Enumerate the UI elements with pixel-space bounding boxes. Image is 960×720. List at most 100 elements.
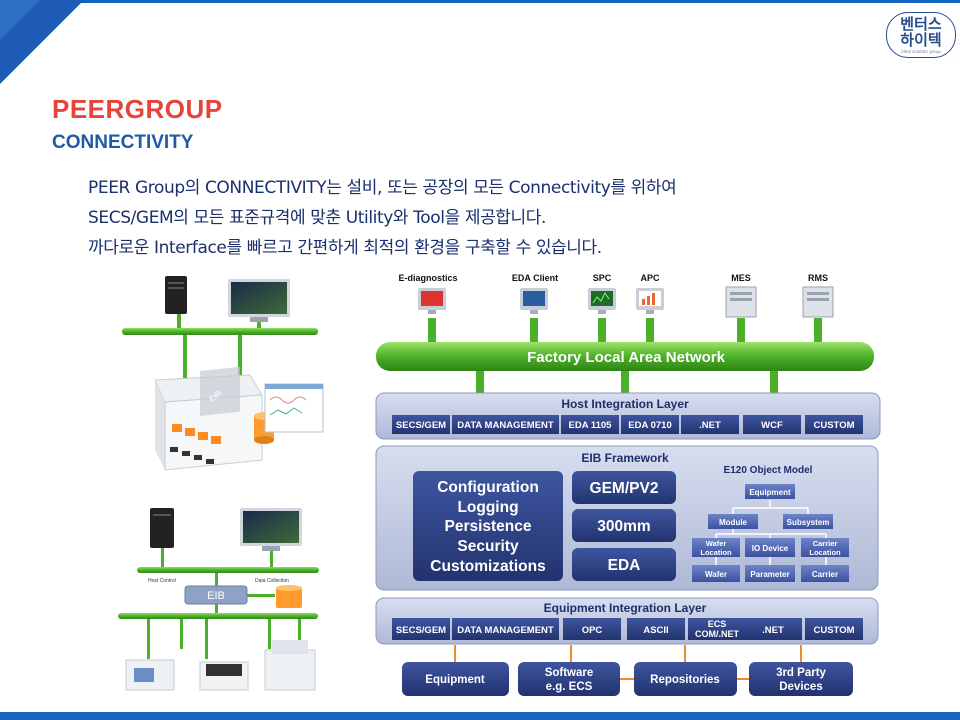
host-item-net-label: .NET [699,420,721,431]
om-wafer [692,565,740,582]
device-software-line2: e.g. ECS [546,681,593,693]
host-item-secs-gem [392,415,450,434]
eq-item-ascii-label: ASCII [643,625,668,636]
client-label-mes: MES [731,273,751,283]
om-wafer-location-line2: Location [700,548,732,557]
apc-monitor-icon [636,288,664,314]
om-carrier-location-line1: Carrier [813,539,838,548]
module-300mm-label: 300mm [597,518,650,535]
eq-item-ecs-line2: COM/.NET [695,629,740,639]
om-io-device [745,538,795,557]
factory-lan-bar [376,342,874,371]
om-subsystem-label: Subsystem [787,518,830,527]
device-repositories-label: Repositories [650,674,720,686]
eq-item-data-management [452,618,559,640]
device-software-line1: Software [545,667,594,679]
module-gem-pv2-label: GEM/PV2 [590,480,659,497]
device-connectors [454,645,802,680]
client-label-ediagnostics: E-diagnostics [398,273,457,283]
module-gem-pv2 [572,471,676,504]
om-carrier-label: Carrier [812,570,838,579]
eq-item-opc [563,618,621,640]
module-eda [572,548,676,581]
page-title: PEERGROUP [52,94,223,124]
om-wafer-location-line1: Wafer [706,539,727,548]
om-parameter-label: Parameter [750,570,789,579]
om-equipment-label: Equipment [749,488,791,497]
host-item-wcf-label: WCF [761,420,783,431]
host-item-wcf [743,415,801,434]
eq-item-secs-gem [392,618,450,640]
factory-lan-label: Factory Local Area Network [527,349,725,366]
device-third-party-line1: 3rd Party [776,667,826,679]
feature-security: Security [457,538,519,555]
device-software [518,662,620,696]
client-label-eda: EDA Client [512,273,558,283]
om-parameter [745,565,795,582]
om-carrier [801,565,849,582]
company-logo: 벤터스 하이텍 ideal solution group [886,12,956,58]
module-300mm [572,509,676,542]
eq-item-data-management-label: DATA MANAGEMENT [457,625,554,636]
logo-line1: 벤터스 [900,15,942,33]
host-item-eda-1105-label: EDA 1105 [569,420,613,431]
framework-title: EIB Framework [581,451,669,465]
corner-decoration [0,0,84,84]
eda-client-monitor-icon [520,288,548,314]
om-equipment [745,484,795,499]
eq-item-opc-label: OPC [582,625,603,636]
device-repositories [634,662,737,696]
feature-logging: Logging [457,499,518,516]
eq-item-custom [805,618,863,640]
object-model-title: E120 Object Model [724,465,813,476]
framework-features-box [413,471,563,581]
eq-item-ecs-line1: ECS [708,619,727,629]
client-label-apc: APC [640,273,660,283]
eq-item-net-label: .NET [762,625,784,636]
description-line-3: 까다로운 Interface를 빠르고 간편하게 최적의 환경을 구축할 수 있… [88,238,602,258]
page-subtitle: CONNECTIVITY [52,132,194,153]
om-carrier-location [801,538,849,557]
host-item-custom-label: CUSTOM [814,420,855,431]
host-item-data-management [452,415,559,434]
equipment-layer-title: Equipment Integration Layer [544,601,707,615]
feature-customizations: Customizations [430,558,545,575]
module-eda-label: EDA [608,557,641,574]
mes-server-icon [725,286,757,318]
host-item-eda-0710-label: EDA 0710 [628,420,671,431]
om-module-label: Module [719,518,748,527]
eq-item-ecs [688,618,746,640]
logo-line2: 하이텍 [900,31,942,49]
om-module [708,514,758,529]
host-item-data-management-label: DATA MANAGEMENT [457,420,554,431]
description-line-2: SECS/GEM의 모든 표준규격에 맞춘 Utility와 Tool을 제공합… [88,208,547,228]
om-io-device-label: IO Device [752,544,789,553]
host-item-secs-gem-label: SECS/GEM [396,420,446,431]
client-label-rms: RMS [808,273,828,283]
feature-persistence: Persistence [444,518,531,535]
eq-item-net [744,618,802,640]
host-item-net [681,415,739,434]
eq-item-ascii [627,618,685,640]
host-item-eda-0710 [621,415,679,434]
device-third-party [749,662,853,696]
om-wafer-location [692,538,740,557]
client-label-spc: SPC [593,273,612,283]
eq-item-secs-gem-label: SECS/GEM [396,625,446,636]
rms-server-icon [802,286,834,318]
om-wafer-label: Wafer [705,570,727,579]
bottom-accent-bar [0,712,960,720]
host-item-custom [805,415,863,434]
ediagnostics-monitor-icon [418,288,446,314]
top-accent-bar [0,0,960,3]
host-item-eda-1105 [561,415,619,434]
om-subsystem [783,514,833,529]
device-equipment-label: Equipment [425,674,485,686]
om-carrier-location-line2: Location [809,548,841,557]
description-line-1: PEER Group의 CONNECTIVITY는 설비, 또는 공장의 모든 … [88,178,677,198]
feature-configuration: Configuration [437,479,539,496]
host-layer-title: Host Integration Layer [561,397,689,411]
eq-item-custom-label: CUSTOM [814,625,855,636]
device-equipment [402,662,509,696]
